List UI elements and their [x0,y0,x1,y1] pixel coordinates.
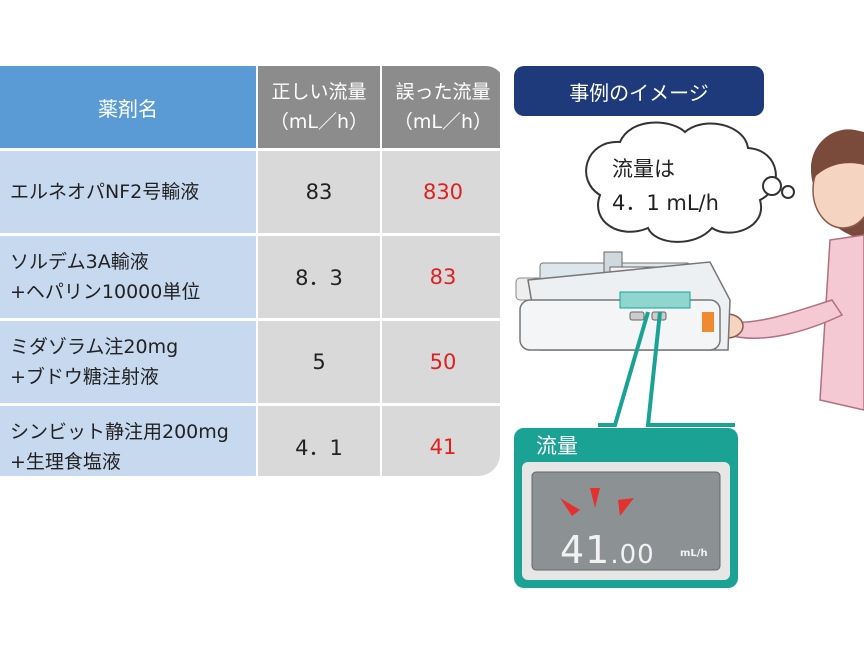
table-row-drug: シンビット静注用200mg +生理食塩液 [0,406,256,476]
display-value: 41.00 [560,528,655,572]
table-row-drug: ソルデム3A輸液 +ヘパリン10000単位 [0,236,256,318]
zoom-connector-right [645,311,735,427]
display-unit: mL/h [680,548,708,559]
display-screen [531,471,721,571]
header-correct-rate: 正しい流量 （mL／h） [258,66,380,148]
thought-bubble-text: 流量は 4．1 mL/h [612,152,719,220]
drug-name-line1: エルネオパNF2号輸液 [10,181,200,203]
syringe-pump [515,251,731,351]
drug-name-line1: シンビット静注用200mg [10,421,229,443]
thought-bubble [585,121,795,243]
alert-marks-icon [560,488,634,516]
drug-name-line2: +ブドウ糖注射液 [10,366,159,388]
drug-name-line1: ソルデム3A輸液 [10,251,149,273]
header-wrong-unit: （mL／h） [393,111,493,133]
wrong-rate-cell: 830 [382,151,500,233]
wrong-rate-cell: 50 [382,321,500,403]
flow-rate-table: 薬剤名 正しい流量 （mL／h） 誤った流量 （mL／h） エルネオパNF2号輸… [0,66,500,476]
header-correct-label: 正しい流量 [271,81,367,103]
header-correct-unit: （mL／h） [269,111,369,133]
header-wrong-label: 誤った流量 [395,81,491,103]
correct-rate-cell: 5 [258,321,380,403]
case-image-title: 事例のイメージ [514,66,764,116]
display-label: 流量 [517,428,597,462]
drug-name-line1: ミダゾラム注20mg [10,336,179,358]
thought-line1: 流量は [612,157,675,181]
header-drug-name: 薬剤名 [0,66,256,148]
thought-line2: 4．1 mL/h [612,191,719,215]
correct-rate-cell: 83 [258,151,380,233]
wrong-rate-cell: 41 [382,406,500,476]
display-value-decimal: .00 [610,540,655,570]
correct-rate-cell: 4．1 [258,406,380,476]
table-row-drug: エルネオパNF2号輸液 [0,151,256,233]
correct-rate-cell: 8．3 [258,236,380,318]
table-row-drug: ミダゾラム注20mg +ブドウ糖注射液 [0,321,256,403]
zoom-connector-left [598,311,650,427]
header-wrong-rate: 誤った流量 （mL／h） [382,66,500,148]
wrong-rate-cell: 83 [382,236,500,318]
drug-name-line2: +生理食塩液 [10,451,121,473]
drug-name-line2: +ヘパリン10000単位 [10,281,201,303]
display-value-integer: 41 [560,528,611,572]
